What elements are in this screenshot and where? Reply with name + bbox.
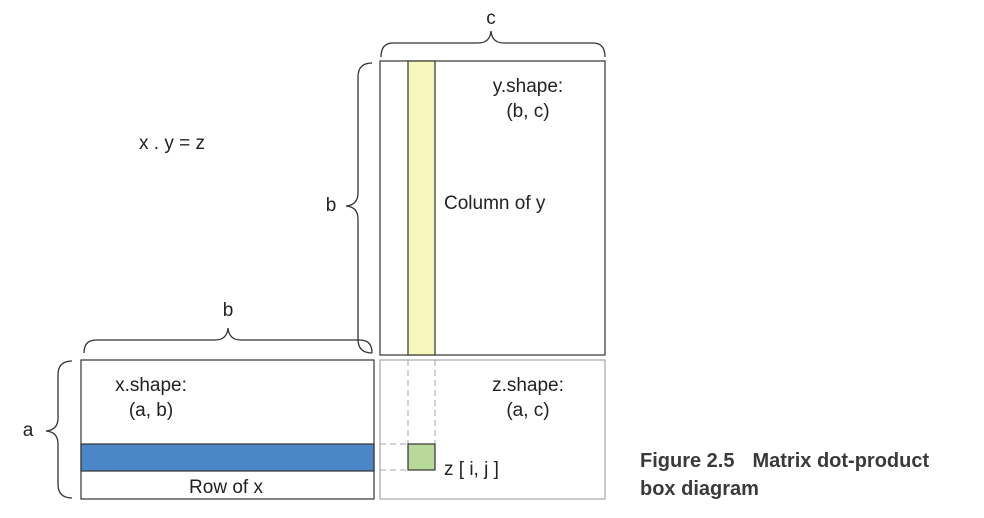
figure-caption-line2: box diagram xyxy=(640,478,759,500)
x-shape-label: x.shape: xyxy=(115,375,187,396)
brace-b-top-of-x xyxy=(83,327,373,354)
caption-title-line1: Matrix dot-product xyxy=(752,450,929,472)
equation-text: x . y = z xyxy=(139,133,205,154)
y-shape-label: y.shape: xyxy=(493,76,563,97)
y-column-highlight xyxy=(407,60,436,356)
figure-number: Figure 2.5 xyxy=(640,450,734,472)
z-matrix-box xyxy=(379,359,606,500)
z-cell-highlight xyxy=(407,443,436,471)
figure-caption-line1: Figure 2.5 Matrix dot-product xyxy=(640,450,929,472)
x-row-label: Row of x xyxy=(189,477,263,498)
z-cell-label: z [ i, j ] xyxy=(444,459,499,480)
brace-c-top xyxy=(380,30,606,58)
z-shape-label: z.shape: xyxy=(492,375,564,396)
x-matrix-box xyxy=(80,359,375,500)
x-shape-value: (a, b) xyxy=(129,400,173,421)
brace-b-top-label: b xyxy=(223,300,234,321)
brace-b-left-label: b xyxy=(326,195,337,216)
y-column-label: Column of y xyxy=(444,193,546,214)
brace-a-label: a xyxy=(23,420,34,441)
brace-a-left-of-x xyxy=(45,360,73,499)
z-shape-value: (a, c) xyxy=(506,400,549,421)
x-row-highlight xyxy=(80,443,375,472)
brace-b-left-of-y xyxy=(345,62,373,354)
y-shape-value: (b, c) xyxy=(506,101,549,122)
brace-c-label: c xyxy=(486,8,496,29)
